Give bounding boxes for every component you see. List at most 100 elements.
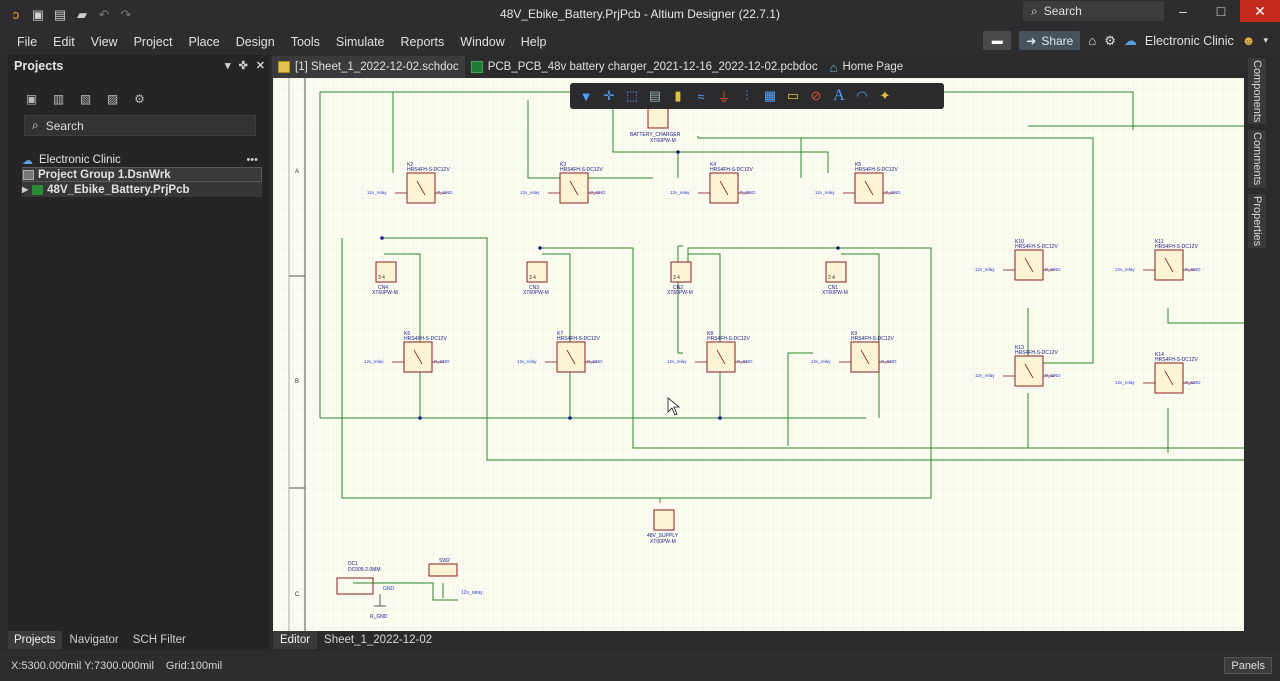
menu-file[interactable]: File xyxy=(17,34,38,49)
menu-simulate[interactable]: Simulate xyxy=(335,34,385,49)
relay-ref: K8 xyxy=(707,331,713,337)
save-all-icon[interactable]: ▤ xyxy=(53,6,67,22)
port-icon[interactable]: ▭ xyxy=(786,88,800,103)
wire-48v-loop xyxy=(341,238,932,499)
relay-type: HRS4FH-S-DC12V xyxy=(710,167,753,173)
tree-project[interactable]: ▶ 48V_Ebike_Battery.PrjPcb xyxy=(22,182,262,197)
chevron-down-icon[interactable]: ▾ xyxy=(1263,35,1268,45)
wire-icon[interactable]: ≈ xyxy=(697,88,705,104)
project-tree: ☁ Electronic Clinic ••• Project Group 1.… xyxy=(22,152,262,197)
tree-project-group[interactable]: Project Group 1.DsnWrk xyxy=(22,167,262,182)
home-icon: ⌂ xyxy=(829,59,838,75)
relay-ref: K9 xyxy=(851,331,857,337)
relay-ref: K3 xyxy=(560,162,566,168)
net-label-pgnd: P_GND xyxy=(434,359,450,364)
power-port-icon[interactable]: ⏚ xyxy=(717,89,731,105)
menu-window[interactable]: Window xyxy=(460,34,505,49)
pin-icon[interactable]: ✜ xyxy=(238,60,248,72)
directive-icon[interactable]: ⊘ xyxy=(810,88,822,103)
home-icon[interactable]: ⌂ xyxy=(1088,33,1097,48)
tab-components[interactable]: Components xyxy=(1248,58,1266,124)
menu-bar: File Edit View Project Place Design Tool… xyxy=(0,29,1280,54)
menu-place[interactable]: Place xyxy=(188,34,220,49)
menu-design[interactable]: Design xyxy=(235,34,275,49)
save-icon[interactable]: ▣ xyxy=(31,6,45,22)
part-icon[interactable]: ▮ xyxy=(674,88,682,103)
relay-contact xyxy=(716,349,726,365)
supply-type: XT60PW-M xyxy=(650,539,676,545)
projects-panel-header: Projects ▾ ✜ ✕ xyxy=(8,55,269,77)
menu-project[interactable]: Project xyxy=(133,34,173,49)
tab-schematic-document[interactable]: [1] Sheet_1_2022-12-02.schdoc xyxy=(272,56,465,78)
gear-icon[interactable]: ⚙ xyxy=(1104,32,1116,48)
relay-ref: K14 xyxy=(1155,352,1164,358)
tab-home-page[interactable]: ⌂ Home Page xyxy=(824,56,910,78)
redo-icon[interactable]: ↷ xyxy=(120,6,132,22)
dc-jack-ref: DC1 xyxy=(348,561,358,567)
more-options-icon[interactable]: ••• xyxy=(246,153,258,166)
workspace-name[interactable]: Electronic Clinic xyxy=(1144,33,1234,48)
net-label-12v: 12v_relay xyxy=(367,190,387,195)
relay-ref: K10 xyxy=(1015,239,1024,245)
pcb-file-icon xyxy=(470,61,483,73)
tab-projects[interactable]: Projects xyxy=(8,631,62,649)
close-button[interactable]: ✕ xyxy=(1240,0,1280,22)
menu-reports[interactable]: Reports xyxy=(400,34,445,49)
connector-ref: CN1 xyxy=(828,285,838,291)
close-panel-icon[interactable]: ✕ xyxy=(255,60,265,72)
compile-icon[interactable]: ▥ xyxy=(52,91,65,106)
crosshair-icon[interactable]: ✛ xyxy=(603,88,615,103)
maximize-button[interactable]: □ xyxy=(1216,3,1226,19)
junction-dot xyxy=(418,416,422,420)
tab-sch-filter[interactable]: SCH Filter xyxy=(132,634,186,646)
panels-button[interactable]: Panels xyxy=(1224,657,1272,674)
projects-panel: Projects ▾ ✜ ✕ ▣ ▥ ▧ ▨ ⚙ ⌕ Search ☁ Elec… xyxy=(8,55,269,649)
undo-icon[interactable]: ↶ xyxy=(98,6,110,22)
altium-logo-icon[interactable]: ↄ xyxy=(12,7,20,22)
net-label-12v: 12v_relay xyxy=(975,373,995,378)
probe-icon[interactable]: ✦ xyxy=(879,88,891,103)
active-bar-toolbar: ▼ ✛ ⬚ ▤ ▮ ≈ ⏚ ⫶ ▦ ▭ ⊘ A ◠ ✦ xyxy=(570,83,944,109)
relay-contact xyxy=(864,180,874,196)
select-rect-icon[interactable]: ⬚ xyxy=(625,88,639,103)
filter-icon[interactable]: ▼ xyxy=(579,88,593,104)
text-icon[interactable]: A xyxy=(833,87,845,104)
avatar[interactable]: ☻ xyxy=(1241,33,1256,48)
save-project-icon[interactable]: ▣ xyxy=(25,91,38,106)
tab-properties[interactable]: Properties xyxy=(1248,194,1266,248)
share-button[interactable]: ➜ Share xyxy=(1019,31,1081,50)
minimize-button[interactable]: – xyxy=(1179,3,1187,19)
tab-navigator[interactable]: Navigator xyxy=(69,634,119,646)
tree-workspace[interactable]: ☁ Electronic Clinic ••• xyxy=(22,152,262,167)
project-folder-icon[interactable]: ▨ xyxy=(106,91,119,106)
tab-comments[interactable]: Comments xyxy=(1248,130,1266,188)
menu-tools[interactable]: Tools xyxy=(290,34,320,49)
global-search-input[interactable]: ⌕ Search xyxy=(1023,1,1164,21)
zone-label: B xyxy=(295,379,299,385)
arc-icon[interactable]: ◠ xyxy=(856,88,868,103)
menu-view[interactable]: View xyxy=(90,34,118,49)
project-history-icon[interactable]: ▧ xyxy=(79,91,92,106)
projects-search-input[interactable]: ⌕ Search xyxy=(24,115,256,136)
tree-workspace-label: Electronic Clinic xyxy=(39,153,121,166)
relay-contact xyxy=(413,349,423,365)
harness-icon[interactable]: ▦ xyxy=(763,88,777,103)
switch-net-label: 12v_relay xyxy=(461,590,483,596)
chat-button[interactable]: ▬ xyxy=(983,31,1012,50)
net-label-12v: 12v_relay xyxy=(364,359,384,364)
open-folder-icon[interactable]: ▰ xyxy=(77,6,87,22)
menu-help[interactable]: Help xyxy=(520,34,547,49)
tab-pcb-document[interactable]: PCB_PCB_48v battery charger_2021-12-16_2… xyxy=(465,56,824,78)
bus-icon[interactable]: ⫶ xyxy=(745,88,749,103)
project-options-icon[interactable]: ⚙ xyxy=(134,91,145,106)
tab-sheet[interactable]: Sheet_1_2022-12-02 xyxy=(324,634,433,646)
menu-edit[interactable]: Edit xyxy=(53,34,75,49)
panel-menu-icon[interactable]: ▾ xyxy=(225,60,231,72)
align-icon[interactable]: ▤ xyxy=(648,88,662,103)
tab-editor[interactable]: Editor xyxy=(273,631,318,649)
expand-arrow-icon[interactable]: ▶ xyxy=(22,185,29,194)
dc-jack-gnd-label: GND xyxy=(383,586,395,592)
wire-k11-right xyxy=(1167,308,1244,324)
